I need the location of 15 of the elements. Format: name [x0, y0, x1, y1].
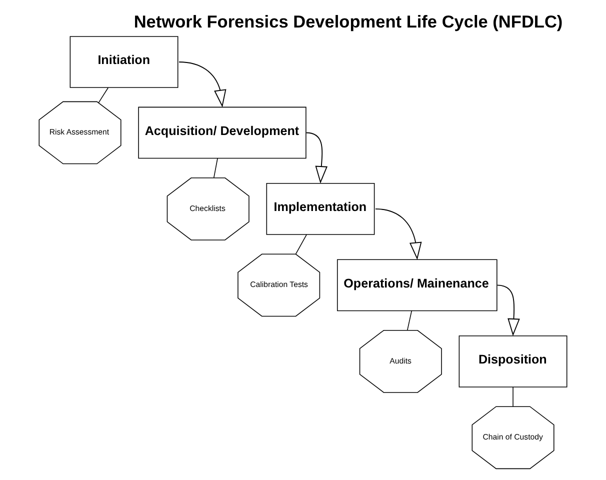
arrow	[496, 284, 520, 336]
diagram-title: Network Forensics Development Life Cycle (NFDLC)	[134, 12, 563, 32]
node-box: Acquisition/ Development	[138, 106, 306, 159]
node-box: Implementation	[266, 183, 375, 235]
connector	[213, 158, 218, 178]
connector	[295, 234, 307, 254]
node-box: Operations/ Mainenance	[336, 259, 498, 312]
arrow	[306, 132, 328, 184]
arrow	[178, 62, 226, 108]
connector	[98, 87, 109, 104]
connector	[512, 386, 514, 407]
connector	[406, 310, 412, 331]
arrow	[375, 208, 422, 260]
node-box: Disposition	[458, 335, 568, 388]
node-box: Initiation	[70, 36, 178, 88]
